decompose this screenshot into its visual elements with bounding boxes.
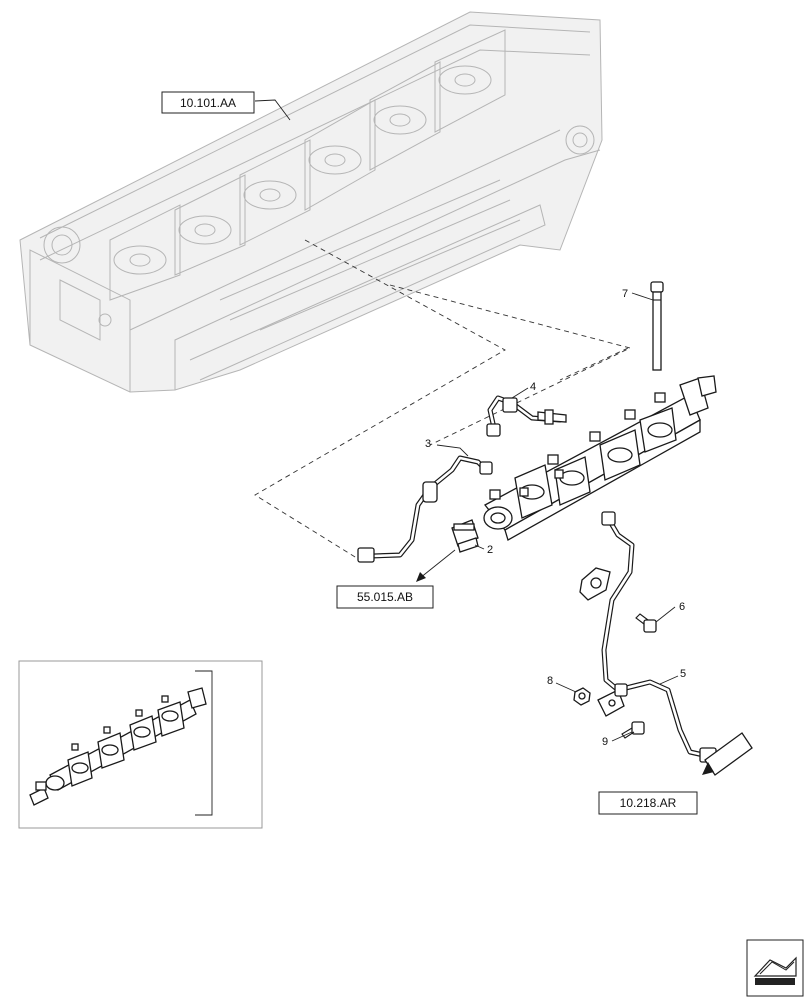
- svg-text:10.101.AA: 10.101.AA: [180, 96, 236, 110]
- dashed-guide-lines: [254, 239, 632, 561]
- long-bolt-part-7[interactable]: [650, 281, 664, 371]
- inset-fuel-rail-part-1[interactable]: [18, 660, 263, 829]
- callout-9: 9: [602, 736, 608, 748]
- svg-text:55.015.AB: 55.015.AB: [357, 590, 413, 604]
- book-reference-icon[interactable]: [746, 939, 804, 997]
- callout-3: 3: [425, 438, 431, 450]
- callout-6: 6: [679, 601, 685, 613]
- reference-box-cylinder-head[interactable]: 10.101.AA: [161, 91, 255, 114]
- callout-5: 5: [680, 668, 686, 680]
- reference-arrows: [416, 549, 753, 776]
- reference-box-return[interactable]: 10.218.AR: [598, 791, 698, 815]
- svg-text:10.218.AR: 10.218.AR: [620, 796, 677, 810]
- fuel-rail-assembly[interactable]: [483, 375, 717, 541]
- bolt-part-9[interactable]: [621, 721, 645, 739]
- pressure-sensor-part-2[interactable]: [451, 519, 479, 553]
- reference-box-sensor[interactable]: 55.015.AB: [336, 585, 434, 609]
- bolt-part-6[interactable]: [635, 613, 657, 633]
- nut-part-8[interactable]: [573, 687, 591, 706]
- callout-4: 4: [530, 381, 536, 393]
- callout-7: 7: [622, 288, 628, 300]
- return-pipe-part-5[interactable]: [579, 511, 717, 763]
- callout-2: 2: [487, 544, 493, 556]
- callout-8: 8: [547, 675, 553, 687]
- injection-pipe-part-3[interactable]: [357, 455, 493, 563]
- cylinder-head-ghost: [19, 11, 603, 393]
- injection-pipe-part-4[interactable]: [486, 395, 567, 437]
